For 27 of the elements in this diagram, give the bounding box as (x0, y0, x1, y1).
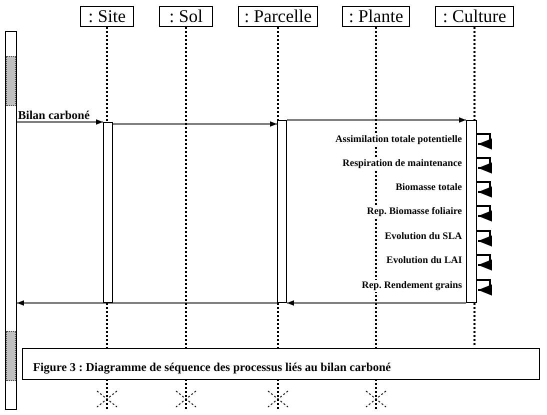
self-message-arrow (477, 133, 492, 150)
object-box: : Sol (159, 6, 213, 27)
self-message-arrow (477, 254, 492, 271)
activation-bar (277, 120, 287, 303)
self-message-arrow (477, 279, 492, 296)
object-box: : Culture (435, 6, 514, 27)
actor-bar (5, 31, 17, 410)
self-message-arrow (477, 181, 492, 198)
self-message-arrow (477, 157, 492, 174)
activation-bar (466, 120, 477, 303)
message-arrow (112, 121, 278, 127)
message-arrow (16, 119, 104, 125)
message-arrow (286, 117, 466, 123)
message-label: Rep. Rendement grains (362, 280, 462, 292)
object-box: : Parcelle (238, 6, 318, 27)
caption: Figure 3 : Diagramme de séquence des processus liés au bilan carboné (33, 360, 391, 375)
message-arrow (286, 300, 466, 306)
message-label: Rep. Biomasse foliaire (366, 206, 462, 218)
object-box: : Site (80, 6, 134, 27)
self-message-arrow (477, 230, 492, 247)
message-label: Respiration de maintenance (342, 158, 462, 170)
self-message-arrow (477, 205, 492, 222)
message-label: Assimilation totale potentielle (335, 134, 462, 146)
message-arrow (16, 300, 278, 306)
object-box: : Plante (342, 6, 410, 27)
activation-bar (103, 122, 113, 303)
message-label: Bilan carboné (18, 109, 90, 121)
